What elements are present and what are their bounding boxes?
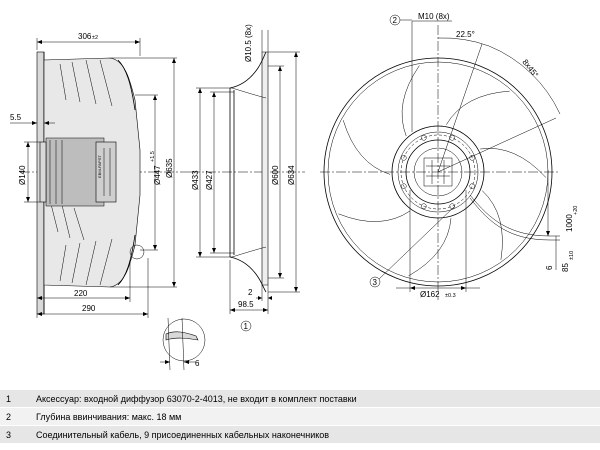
dim-d635: Ø635 bbox=[165, 158, 174, 178]
dim-2: 2 bbox=[248, 288, 253, 297]
callout-3: 3 bbox=[373, 278, 378, 287]
note-row: 2 Глубина ввинчивания: макс. 18 мм bbox=[0, 408, 600, 426]
note-text: Соединительный кабель, 9 присоединенных … bbox=[36, 429, 330, 440]
note-text: Глубина ввинчивания: макс. 18 мм bbox=[36, 411, 182, 422]
dim-306-tol: ±2 bbox=[92, 35, 98, 41]
dim-d10-5: Ø10.5 (8x) bbox=[244, 24, 253, 62]
dim-85-tol: ±10 bbox=[569, 251, 575, 260]
blade bbox=[482, 190, 503, 260]
front-view: M10 (8x) 2 22.5° 8x45° 1000 +20 6 85 ±10… bbox=[320, 12, 579, 300]
callout-1: 1 bbox=[244, 322, 249, 331]
dim-220: 220 bbox=[74, 289, 88, 298]
dim-d433: Ø433 bbox=[191, 170, 200, 190]
dim-d447: Ø447 bbox=[153, 165, 162, 185]
detail-view: 6 bbox=[160, 317, 206, 371]
mounting-hole bbox=[469, 155, 475, 161]
inlet-nozzle-view: Ø10.5 (8x) Ø433 Ø427 Ø600 Ø634 2 bbox=[190, 24, 305, 332]
mounting-hole bbox=[449, 203, 455, 209]
blade bbox=[446, 90, 510, 125]
dim-98-5: 98.5 bbox=[238, 300, 254, 309]
blade bbox=[342, 120, 391, 175]
note-number: 2 bbox=[6, 411, 12, 422]
dim-d447-tol: +1.5 bbox=[150, 151, 156, 162]
note-row: 1 Аксессуар: входной диффузор 63070-2-401… bbox=[0, 390, 600, 408]
dim-d427: Ø427 bbox=[205, 170, 214, 190]
note-text: Аксессуар: входной диффузор 63070-2-4013… bbox=[36, 393, 357, 404]
dim-8x45: 8x45° bbox=[520, 58, 540, 80]
dim-1000: 1000 bbox=[565, 214, 574, 232]
dim-m10: M10 (8x) bbox=[418, 12, 450, 21]
dim-d162-tol: ±0.3 bbox=[445, 293, 456, 299]
mounting-hole bbox=[401, 155, 407, 161]
mounting-hole bbox=[469, 183, 475, 189]
dim-d162: Ø162 bbox=[420, 290, 440, 299]
dim-306: 306 bbox=[78, 32, 92, 41]
note-number: 3 bbox=[6, 429, 12, 440]
mounting-hole bbox=[421, 135, 427, 141]
mounting-hole bbox=[421, 203, 427, 209]
dim-85: 85 bbox=[561, 263, 570, 272]
dim-6-right: 6 bbox=[545, 265, 554, 270]
blade bbox=[338, 210, 411, 222]
side-view: EBM-PAPST 306 ±2 5.5 Ø140 Ø447 +1.5 bbox=[10, 32, 206, 371]
dim-290: 290 bbox=[82, 304, 96, 313]
technical-drawing: EBM-PAPST 306 ±2 5.5 Ø140 Ø447 +1.5 bbox=[10, 12, 579, 371]
dim-22-5: 22.5° bbox=[456, 30, 475, 39]
notes-table: 1 Аксессуар: входной диффузор 63070-2-401… bbox=[0, 390, 600, 444]
dim-d140: Ø140 bbox=[18, 165, 27, 185]
note-number: 1 bbox=[6, 393, 12, 404]
note-row: 3 Соединительный кабель, 9 присоединенных… bbox=[0, 426, 600, 444]
dim-5-5: 5.5 bbox=[10, 113, 22, 122]
callout-2: 2 bbox=[393, 16, 398, 25]
impeller-blades bbox=[338, 65, 547, 277]
dim-d600: Ø600 bbox=[271, 165, 280, 185]
mounting-hole bbox=[401, 183, 407, 189]
dim-1000-tol: +20 bbox=[573, 206, 579, 215]
blade bbox=[401, 65, 420, 137]
motor-nameplate-text: EBM-PAPST bbox=[97, 155, 102, 178]
blade bbox=[480, 148, 547, 178]
dim-6-detail: 6 bbox=[195, 359, 200, 368]
blade bbox=[408, 218, 452, 277]
dim-d634: Ø634 bbox=[287, 165, 296, 185]
